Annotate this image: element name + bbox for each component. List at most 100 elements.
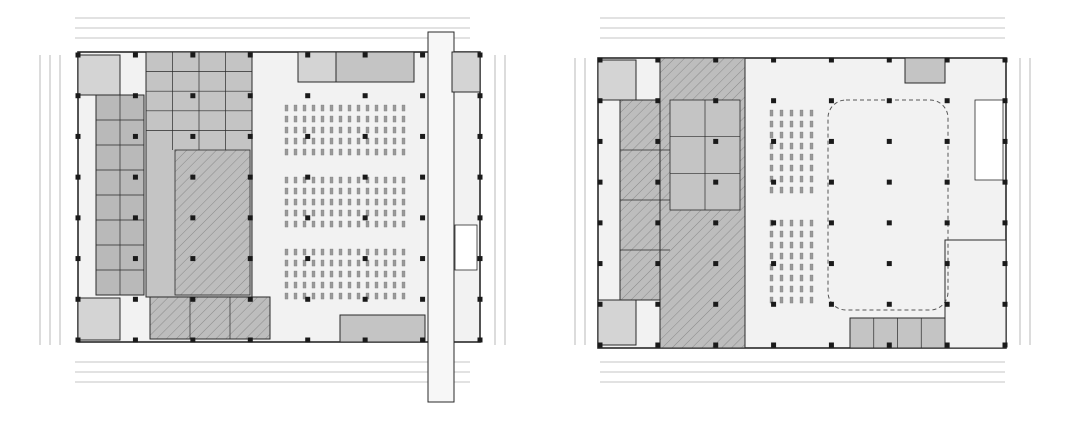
structural-column — [132, 52, 138, 58]
shelf-unit — [347, 115, 352, 123]
dimension-lines-top — [600, 17, 1005, 39]
shelf-unit — [392, 137, 397, 145]
structural-column — [132, 93, 138, 99]
shelf-unit — [365, 148, 370, 156]
structural-column — [771, 57, 777, 63]
shelf-unit — [383, 115, 388, 123]
shelf-unit — [284, 198, 289, 206]
shelf-unit — [365, 209, 370, 217]
shelf-unit — [789, 241, 794, 249]
floor-plan-left — [39, 17, 506, 403]
shelf-unit — [799, 252, 804, 260]
shelf-unit — [284, 248, 289, 256]
structural-column — [886, 57, 892, 63]
structural-column — [420, 215, 426, 221]
shelf-unit — [769, 186, 774, 194]
shelf-unit — [320, 220, 325, 228]
structural-column — [362, 337, 368, 343]
shelf-unit — [338, 270, 343, 278]
shelf-unit — [329, 209, 334, 217]
shelf-unit — [356, 270, 361, 278]
shelf-unit — [809, 120, 814, 128]
structural-column — [362, 215, 368, 221]
structural-column — [713, 261, 719, 267]
shelf-unit — [356, 104, 361, 112]
south-room-band — [149, 296, 271, 340]
structural-column — [1002, 261, 1008, 267]
shelf-unit — [374, 137, 379, 145]
structural-column — [771, 138, 777, 144]
shelf-unit — [374, 115, 379, 123]
structural-column — [75, 337, 81, 343]
shelf-unit — [338, 187, 343, 195]
shelf-unit — [799, 175, 804, 183]
stair-ne — [904, 57, 946, 84]
shelf-unit — [347, 220, 352, 228]
shelf-unit — [392, 281, 397, 289]
shelf-unit — [356, 259, 361, 267]
shelf-unit — [799, 296, 804, 304]
structural-column — [75, 256, 81, 262]
structural-column — [713, 57, 719, 63]
shelf-unit — [320, 187, 325, 195]
structural-column — [247, 215, 253, 221]
structural-column — [362, 296, 368, 302]
shelf-unit — [302, 176, 307, 184]
shelf-unit — [284, 115, 289, 123]
shelf-unit — [401, 137, 406, 145]
shelf-unit — [293, 137, 298, 145]
shelf-unit — [356, 148, 361, 156]
structural-column — [597, 138, 603, 144]
structural-column — [771, 301, 777, 307]
shelf-unit — [779, 186, 784, 194]
structural-column — [305, 337, 311, 343]
shelf-unit — [401, 292, 406, 300]
shelf-unit — [383, 248, 388, 256]
shelf-unit — [374, 187, 379, 195]
structural-column — [420, 174, 426, 180]
shelf-unit — [383, 137, 388, 145]
shelf-unit — [789, 186, 794, 194]
shelf-unit — [338, 104, 343, 112]
shelf-unit — [356, 248, 361, 256]
shelf-unit — [311, 148, 316, 156]
shelf-unit — [809, 230, 814, 238]
structural-column — [597, 179, 603, 185]
shelf-unit — [338, 126, 343, 134]
stair-sw — [77, 297, 121, 341]
structural-column — [190, 337, 196, 343]
shelf-unit — [365, 187, 370, 195]
structural-column — [305, 133, 311, 139]
shelf-unit — [311, 198, 316, 206]
shelf-unit — [779, 131, 784, 139]
east-stair — [974, 99, 1004, 181]
shelf-unit — [779, 219, 784, 227]
structural-column — [190, 174, 196, 180]
structural-column — [655, 342, 661, 348]
shelf-unit — [365, 104, 370, 112]
structural-column — [132, 133, 138, 139]
shelf-unit — [320, 198, 325, 206]
structural-column — [477, 296, 483, 302]
shelf-unit — [401, 187, 406, 195]
shelf-unit — [383, 198, 388, 206]
shelf-unit — [779, 164, 784, 172]
shelf-unit — [311, 104, 316, 112]
shelf-unit — [347, 187, 352, 195]
shelf-unit — [779, 263, 784, 271]
shelf-unit — [320, 292, 325, 300]
east-corridor — [427, 31, 455, 403]
shelf-unit — [293, 292, 298, 300]
structural-column — [362, 93, 368, 99]
structural-column — [190, 296, 196, 302]
shelf-unit — [809, 186, 814, 194]
shelf-unit — [284, 187, 289, 195]
structural-column — [362, 133, 368, 139]
structural-column — [1002, 138, 1008, 144]
shelf-unit — [374, 126, 379, 134]
shelf-unit — [374, 281, 379, 289]
shelf-unit — [809, 109, 814, 117]
shelf-unit — [311, 281, 316, 289]
dimension-lines-left — [574, 58, 586, 345]
